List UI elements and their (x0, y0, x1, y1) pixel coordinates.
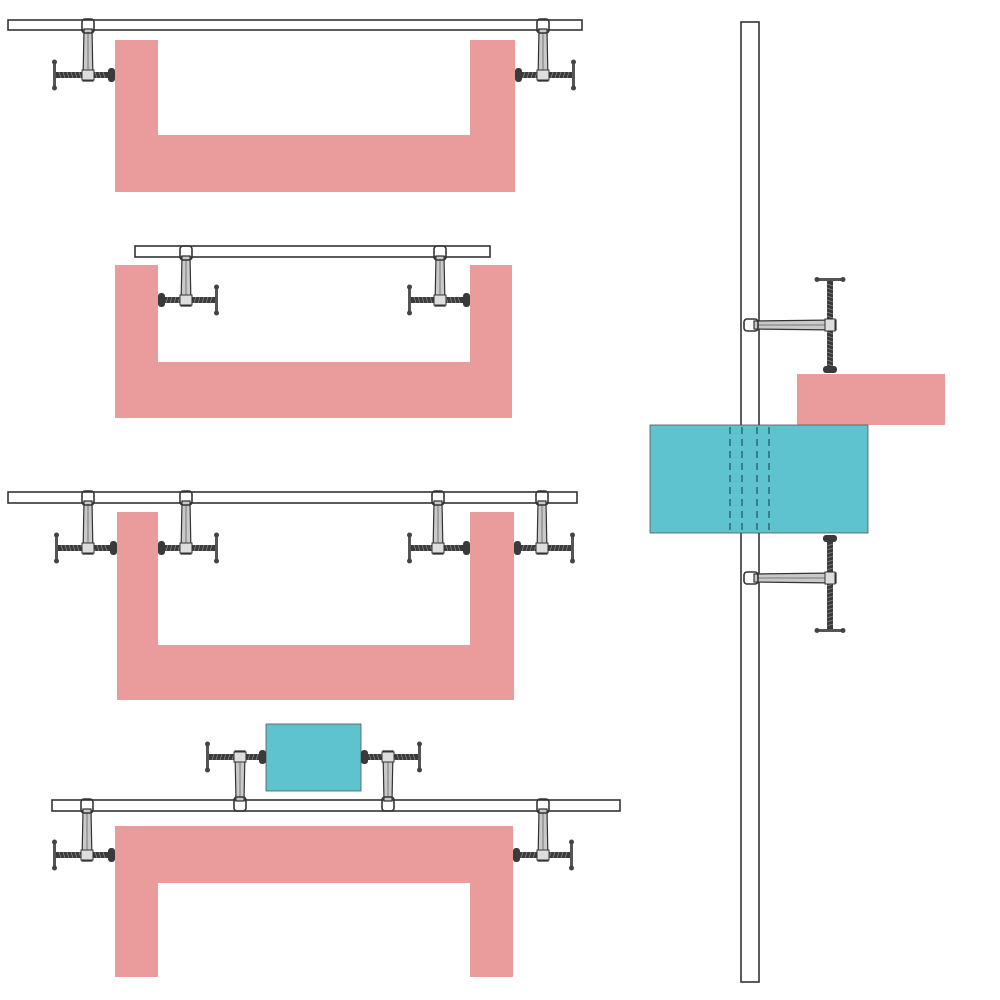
cyan-block (649, 424, 869, 534)
pad-icon (823, 366, 837, 373)
sliding-bar-clamp-icon[interactable] (158, 490, 219, 564)
handle-icon (571, 535, 574, 561)
pad-icon (108, 68, 115, 82)
pad-icon (463, 541, 470, 555)
hidden-rail-lines (729, 427, 770, 531)
pad-icon (158, 541, 165, 555)
handle-icon (53, 842, 56, 868)
handle-icon (55, 535, 58, 561)
clamp-head-icon (743, 571, 759, 585)
handle-icon (206, 744, 209, 770)
clamp-head-icon (431, 490, 445, 506)
screw-icon (827, 541, 833, 630)
u-shaped-workpiece (115, 40, 515, 192)
clamp-head-icon (179, 245, 193, 261)
pad-icon (108, 848, 115, 862)
pad-icon (463, 293, 470, 307)
sliding-bar-clamp-icon[interactable] (205, 741, 266, 812)
clamp-head-icon (381, 796, 395, 812)
sliding-bar-clamp-icon[interactable] (52, 18, 115, 91)
u-shaped-workpiece (115, 265, 512, 418)
handle-icon (570, 842, 573, 868)
panel-2 (115, 245, 512, 418)
panel-3 (7, 491, 578, 700)
clamp-head-icon (179, 490, 193, 506)
clamp-head-icon (80, 798, 94, 814)
clamp-head-icon (233, 796, 247, 812)
handle-icon (215, 287, 218, 313)
pad-icon (513, 848, 520, 862)
pad-icon (110, 541, 117, 555)
handle-icon (817, 278, 843, 281)
clamp-rail (7, 491, 578, 504)
cyan-workpiece (265, 723, 362, 792)
clamp-rail (51, 799, 621, 812)
sliding-bar-clamp-icon[interactable] (407, 245, 470, 316)
handle-icon (408, 535, 411, 561)
sliding-bar-clamp-icon[interactable] (515, 18, 576, 91)
clamp-head-icon (535, 490, 549, 506)
clamp-rail (134, 245, 491, 258)
handle-icon (53, 62, 56, 88)
handle-icon (408, 287, 411, 313)
clamp-head-icon (81, 490, 95, 506)
sliding-bar-clamp-icon[interactable] (743, 535, 846, 633)
clamp-head-icon (433, 245, 447, 261)
sliding-bar-clamp-icon[interactable] (54, 490, 117, 564)
pad-icon (515, 68, 522, 82)
handle-icon (215, 535, 218, 561)
pad-icon (361, 750, 368, 764)
clamp-head-icon (81, 18, 95, 34)
clamp-head-icon (536, 798, 550, 814)
pad-icon (514, 541, 521, 555)
sliding-bar-clamp-icon[interactable] (514, 490, 575, 564)
handle-icon (817, 629, 843, 632)
clamp-head-icon (743, 318, 759, 332)
handle-icon (418, 744, 421, 770)
panel-4 (51, 723, 621, 977)
u-shaped-workpiece (117, 512, 514, 700)
sliding-bar-clamp-icon[interactable] (158, 245, 219, 316)
pad-icon (259, 750, 266, 764)
panel-vertical (649, 21, 945, 983)
handle-icon (572, 62, 575, 88)
pad-icon (823, 535, 837, 542)
sliding-bar-clamp-icon[interactable] (361, 741, 422, 812)
sliding-bar-clamp-icon[interactable] (52, 798, 115, 871)
clamp-rail (7, 19, 583, 31)
inverted-u-workpiece (115, 826, 513, 977)
pad-icon (158, 293, 165, 307)
sliding-bar-clamp-icon[interactable] (513, 798, 574, 871)
clamps (52, 18, 846, 871)
sliding-bar-clamp-icon[interactable] (743, 277, 846, 373)
panel-1 (7, 19, 583, 192)
sliding-bar-clamp-icon[interactable] (407, 490, 470, 564)
pink-block (797, 374, 945, 425)
clamp-head-icon (536, 18, 550, 34)
